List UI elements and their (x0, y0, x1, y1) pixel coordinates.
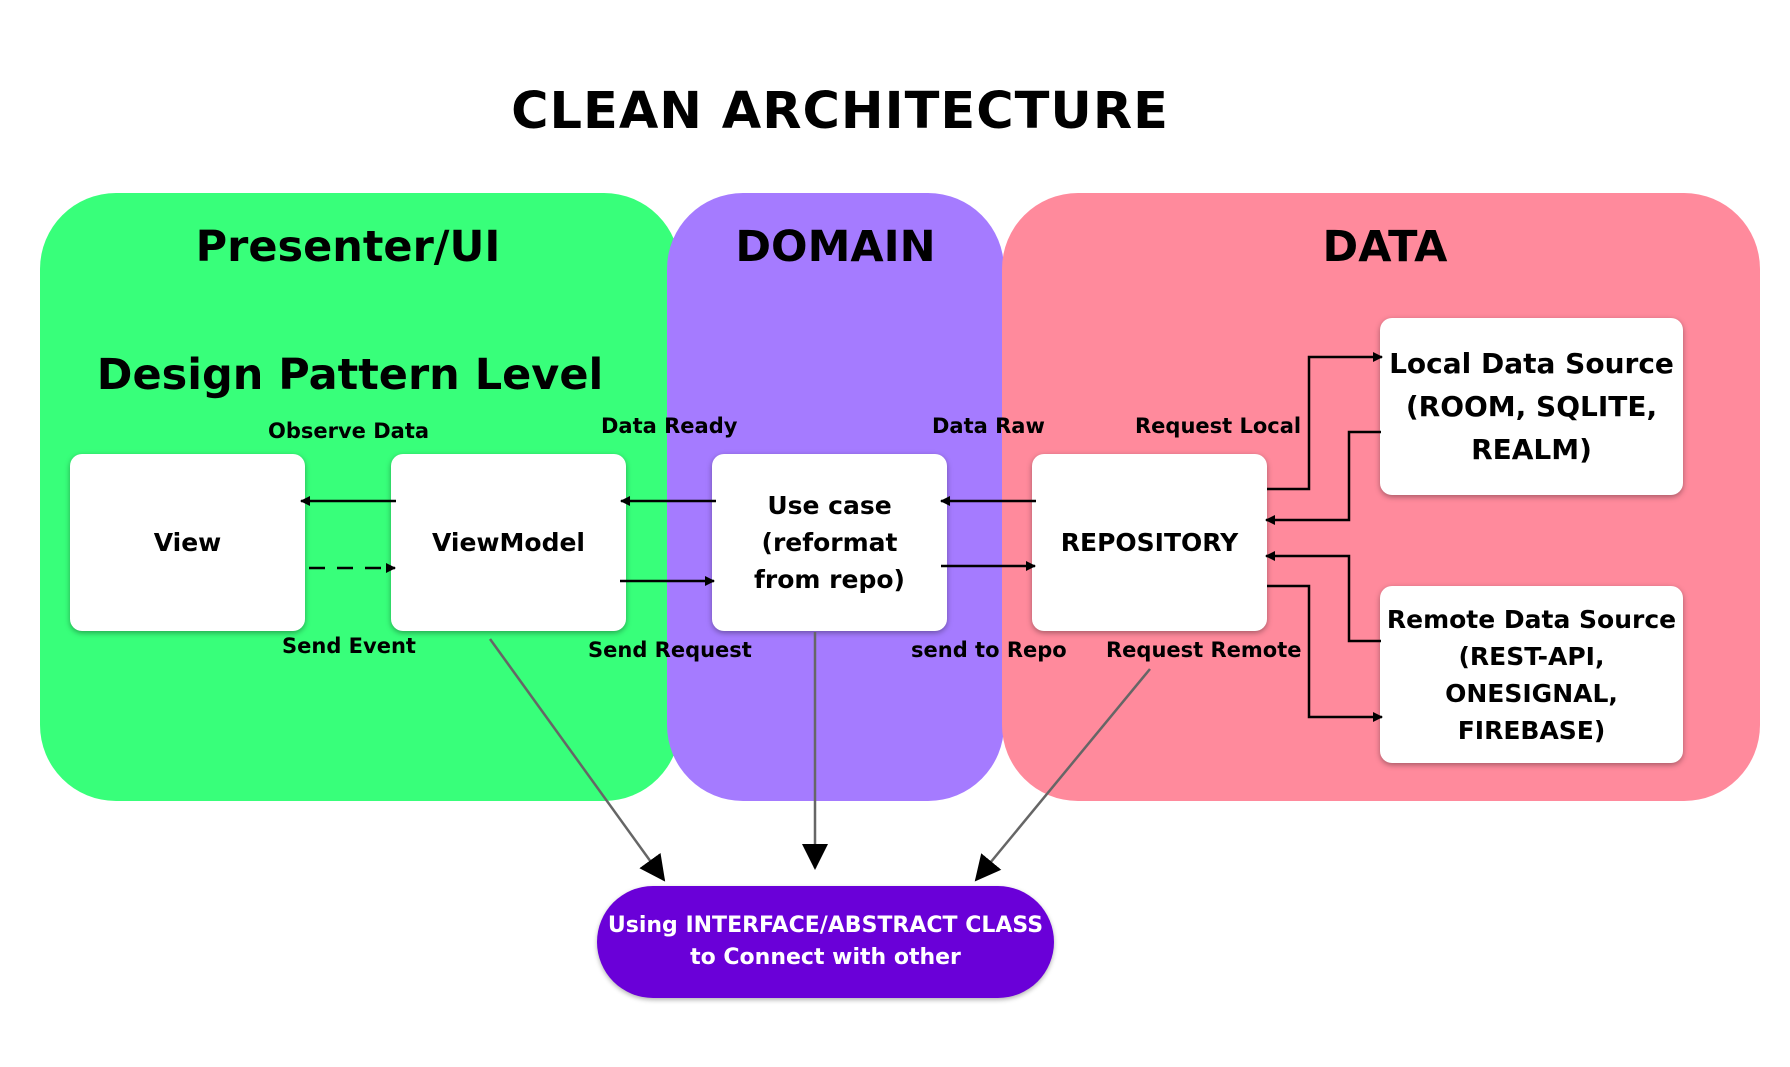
usecase-line-2: (reformat (761, 528, 898, 557)
remote-line-2: (REST-API, (1458, 641, 1605, 671)
usecase-line-1: Use case (767, 491, 892, 520)
diagram-title: CLEAN ARCHITECTURE (511, 82, 1169, 141)
usecase-box: Use case (reformat from repo) (712, 454, 947, 631)
send-event-label: Send Event (282, 634, 416, 658)
observe-data-label: Observe Data (268, 419, 430, 443)
data-raw-label: Data Raw (932, 414, 1045, 438)
domain-title: DOMAIN (735, 222, 936, 272)
presenter-ui-title: Presenter/UI (195, 222, 501, 272)
local-line-1: Local Data Source (1389, 347, 1674, 380)
remote-line-4: FIREBASE) (1457, 715, 1606, 745)
remote-line-3: ONESIGNAL, (1445, 678, 1618, 708)
interface-abstract-class-pill: Using INTERFACE/ABSTRACT CLASS to Connec… (597, 886, 1054, 998)
remote-line-1: Remote Data Source (1386, 604, 1677, 634)
send-request-label: Send Request (588, 638, 752, 662)
design-pattern-level-subtitle: Design Pattern Level (96, 350, 604, 400)
interface-line-1: Using INTERFACE/ABSTRACT CLASS (607, 913, 1044, 938)
local-line-2: (ROOM, SQLITE, (1405, 390, 1658, 423)
local-line-3: REALM) (1471, 433, 1592, 466)
view-box: View (70, 454, 305, 631)
repository-box-label: REPOSITORY (1060, 528, 1239, 557)
data-title: DATA (1322, 222, 1448, 272)
request-remote-label: Request Remote (1106, 638, 1302, 662)
remote-data-source-box: Remote Data Source (REST-API, ONESIGNAL,… (1380, 586, 1683, 763)
viewmodel-box: ViewModel (391, 454, 626, 631)
usecase-line-3: from repo) (754, 565, 905, 594)
interface-line-2: to Connect with other (690, 945, 961, 970)
view-box-label: View (153, 528, 222, 557)
send-to-repo-label: send to Repo (911, 638, 1067, 662)
local-data-source-box: Local Data Source (ROOM, SQLITE, REALM) (1380, 318, 1683, 495)
repository-box: REPOSITORY (1032, 454, 1267, 631)
viewmodel-box-label: ViewModel (431, 528, 585, 557)
data-ready-label: Data Ready (601, 414, 738, 438)
request-local-label: Request Local (1135, 414, 1302, 438)
